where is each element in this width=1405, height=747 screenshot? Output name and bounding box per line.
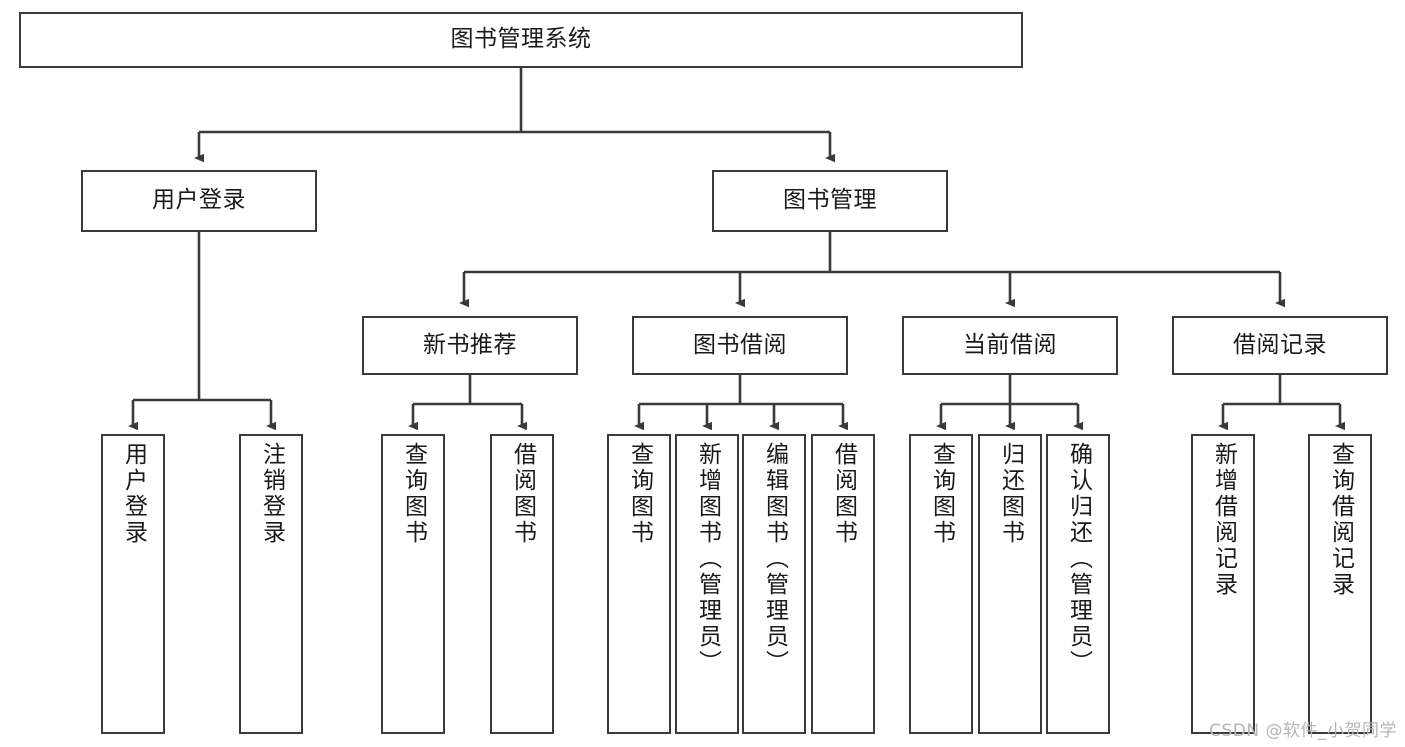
node-label: 借阅图书: [830, 442, 857, 546]
node-label: 借阅图书: [509, 442, 536, 546]
node-borrow-record[interactable]: 借阅记录: [1172, 316, 1388, 375]
node-label: 借阅记录: [1233, 331, 1327, 358]
node-user-login[interactable]: 用户登录: [81, 170, 317, 232]
node-new-book-recommend[interactable]: 新书推荐: [362, 316, 578, 375]
leaf-book-borrow-query[interactable]: 查询图书: [607, 434, 671, 734]
node-label: 查询图书: [626, 442, 653, 546]
node-label: 新增图书（管理员）: [694, 442, 721, 676]
leaf-borrow-record-add[interactable]: 新增借阅记录: [1191, 434, 1255, 734]
watermark-text: CSDN @软件_小贺同学: [1209, 721, 1397, 741]
leaf-new-book-borrow[interactable]: 借阅图书: [490, 434, 554, 734]
node-book-borrow[interactable]: 图书借阅: [632, 316, 848, 375]
leaf-current-borrow-return[interactable]: 归还图书: [978, 434, 1042, 734]
leaf-user-login-signin[interactable]: 用户登录: [101, 434, 165, 734]
node-label: 当前借阅: [963, 331, 1057, 358]
node-root-system[interactable]: 图书管理系统: [19, 12, 1023, 68]
node-label: 注销登录: [258, 442, 285, 546]
node-label: 图书管理系统: [450, 26, 592, 53]
node-label: 查询图书: [400, 442, 427, 546]
node-label: 确认归还（管理员）: [1065, 442, 1092, 676]
node-label: 用户登录: [120, 442, 147, 546]
node-label: 归还图书: [997, 442, 1024, 546]
node-book-management[interactable]: 图书管理: [712, 170, 948, 232]
leaf-book-borrow-add[interactable]: 新增图书（管理员）: [675, 434, 739, 734]
node-label: 查询图书: [928, 442, 955, 546]
node-label: 图书借阅: [693, 331, 787, 358]
node-label: 新增借阅记录: [1210, 442, 1237, 598]
node-label: 编辑图书（管理员）: [761, 442, 788, 676]
node-current-borrow[interactable]: 当前借阅: [902, 316, 1118, 375]
node-label: 查询借阅记录: [1327, 442, 1354, 598]
leaf-new-book-query[interactable]: 查询图书: [381, 434, 445, 734]
leaf-book-borrow-edit[interactable]: 编辑图书（管理员）: [742, 434, 806, 734]
leaf-borrow-record-query[interactable]: 查询借阅记录: [1308, 434, 1372, 734]
node-label: 用户登录: [152, 187, 246, 214]
node-label: 图书管理: [783, 187, 877, 214]
leaf-current-borrow-query[interactable]: 查询图书: [909, 434, 973, 734]
leaf-current-borrow-confirm[interactable]: 确认归还（管理员）: [1046, 434, 1110, 734]
node-label: 新书推荐: [423, 331, 517, 358]
leaf-book-borrow-lend[interactable]: 借阅图书: [811, 434, 875, 734]
leaf-user-login-signout[interactable]: 注销登录: [239, 434, 303, 734]
